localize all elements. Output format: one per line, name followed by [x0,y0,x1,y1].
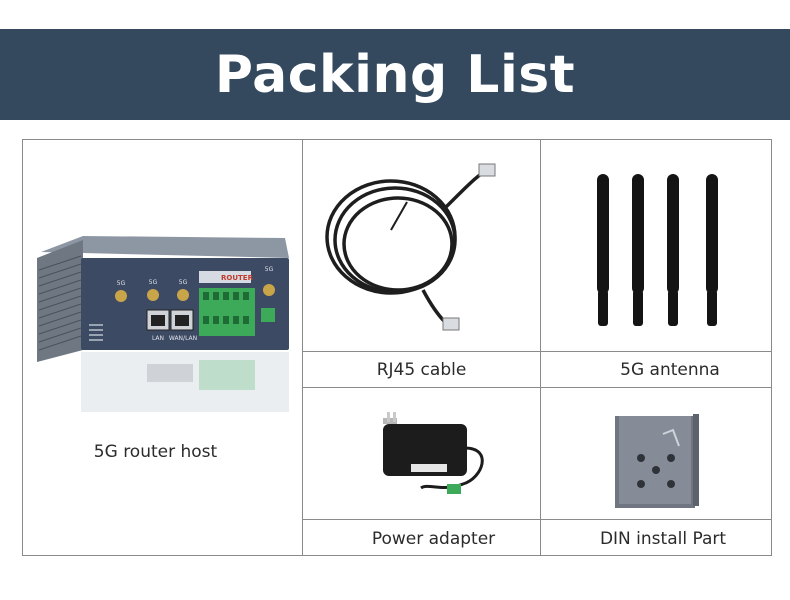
ant-label-3: 5G [179,279,188,286]
title-banner: Packing List [0,29,790,120]
item-adapter [303,388,540,519]
divider [302,387,771,388]
item-router: 5G 5G 5G 5G ROUTER LAN WAN/LAN [23,140,302,555]
item-label: RJ45 cable [376,360,467,380]
ant-label-4: 5G [265,266,274,273]
item-label: 5G antenna [620,360,720,380]
divider [540,140,541,555]
ant-label-2: 5G [149,279,158,286]
cable-image [325,163,496,331]
item-cable [303,140,540,351]
item-label: DIN install Part [599,529,727,549]
port-lan-label: LAN [152,335,164,342]
packing-grid: 5G 5G 5G 5G ROUTER LAN WAN/LAN [22,139,772,556]
router-image: 5G 5G 5G 5G ROUTER LAN WAN/LAN [37,236,289,412]
din-rail-image [615,414,699,508]
item-antenna [541,140,771,351]
adapter-image [383,412,484,494]
router-brand: ROUTER [221,274,254,282]
ant-label-1: 5G [117,280,126,287]
antenna-image [597,174,718,326]
divider [302,351,771,352]
divider [302,140,303,555]
page-title: Packing List [214,44,576,105]
item-label: Power adapter [371,529,496,549]
item-din [541,388,771,519]
port-wanlan-label: WAN/LAN [169,335,197,342]
divider [302,519,771,520]
item-label: 5G router host [93,442,218,462]
